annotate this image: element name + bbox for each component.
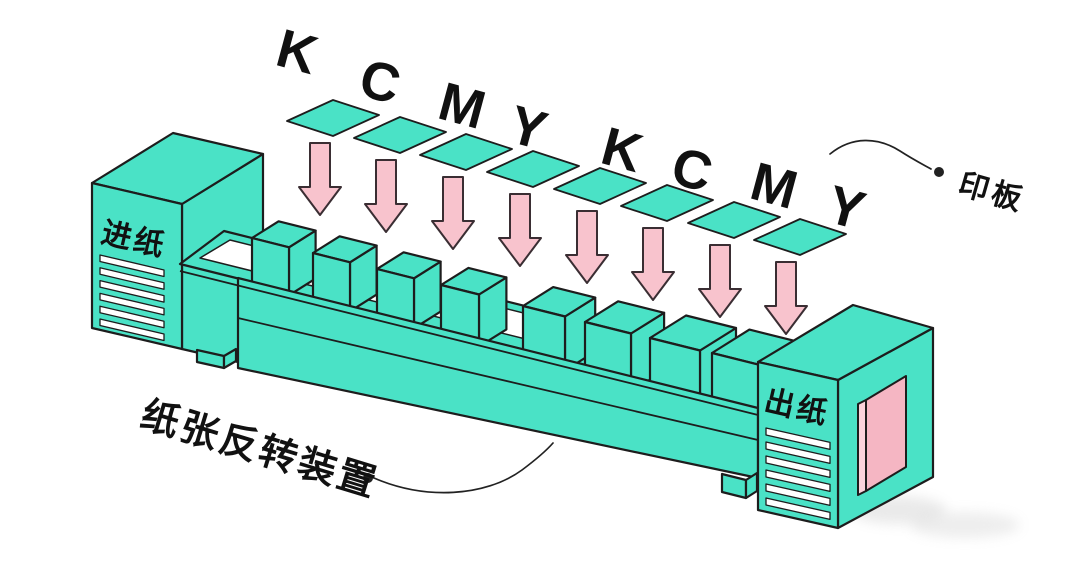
down-arrow-5 bbox=[565, 210, 609, 284]
printing-plate-1 bbox=[286, 99, 380, 137]
reversal-leader-dot bbox=[363, 473, 373, 483]
down-arrow-1 bbox=[298, 142, 342, 216]
feeder-tower: 进纸 bbox=[90, 131, 265, 364]
print-unit-1 bbox=[250, 220, 317, 297]
paper-reversal-label: 纸张反转装置 bbox=[136, 392, 384, 506]
printing-plate-label: 印板 bbox=[954, 167, 1029, 219]
bed-front-seam-line bbox=[237, 317, 759, 441]
printing-plates bbox=[286, 99, 847, 256]
leader-lines bbox=[363, 139, 944, 494]
down-arrow-8 bbox=[764, 261, 808, 335]
output-panel-edge bbox=[857, 399, 867, 496]
station-letter-y-8: Y bbox=[821, 174, 871, 241]
station-letter-y-4: Y bbox=[503, 94, 553, 161]
printing-plate-3 bbox=[419, 133, 513, 171]
vent-slat bbox=[765, 469, 831, 493]
machine-foot bbox=[720, 472, 748, 500]
down-arrow-2 bbox=[364, 159, 408, 233]
station-letter-c-2: C bbox=[353, 48, 406, 116]
vent-slat bbox=[99, 267, 165, 290]
vent-slat bbox=[99, 292, 165, 316]
ink-arrows bbox=[298, 142, 808, 335]
printing-plate-6 bbox=[620, 184, 714, 222]
output-tower: 出纸 bbox=[756, 303, 935, 530]
vent-slat bbox=[99, 254, 165, 278]
station-letter-m-7: M bbox=[745, 151, 804, 221]
bed-front-lip-line bbox=[179, 270, 759, 416]
output-panel bbox=[865, 375, 907, 492]
print-unit-2 bbox=[311, 235, 378, 313]
machine-feet bbox=[195, 347, 759, 500]
plate-leader-line bbox=[829, 139, 932, 170]
print-unit-3 bbox=[375, 251, 442, 330]
plate-leader-dot bbox=[934, 167, 944, 177]
station-letter-k-1: K bbox=[270, 18, 323, 86]
vent-slat bbox=[765, 441, 831, 465]
machine-foot-side bbox=[222, 347, 238, 370]
station-letter-c-6: C bbox=[665, 136, 718, 204]
printing-plate-8 bbox=[753, 218, 847, 256]
vent-slat bbox=[99, 279, 165, 303]
printing-plate-2 bbox=[353, 116, 447, 154]
vent-slat bbox=[765, 455, 831, 479]
vent-slat bbox=[765, 483, 831, 507]
down-arrow-7 bbox=[698, 244, 742, 318]
down-arrow-4 bbox=[498, 193, 542, 267]
down-arrow-3 bbox=[431, 176, 475, 250]
station-letter-k-5: K bbox=[595, 116, 648, 184]
vent-slat bbox=[765, 427, 831, 451]
reversal-leader-line bbox=[373, 442, 554, 494]
printing-plate-4 bbox=[486, 150, 580, 188]
vent-slat bbox=[765, 497, 831, 521]
printing-plate-7 bbox=[687, 201, 781, 239]
vent-slat bbox=[99, 305, 165, 329]
output-vent-slats bbox=[765, 427, 831, 521]
printing-plate-5 bbox=[553, 167, 647, 205]
down-arrow-6 bbox=[631, 227, 675, 301]
feeder-vent-slats bbox=[99, 254, 165, 342]
watermark-blob bbox=[910, 512, 1020, 538]
station-letter-m-3: M bbox=[433, 71, 492, 141]
vent-slat bbox=[99, 318, 165, 342]
